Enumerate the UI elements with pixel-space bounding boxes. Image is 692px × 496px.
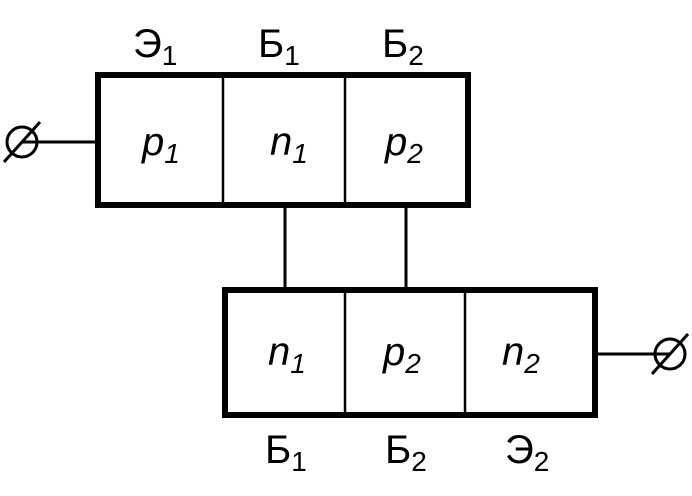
bottom-label-base-1: Б1 [265, 428, 307, 477]
top-cell-p2: p2 [384, 120, 423, 169]
bottom-cell-n2: n2 [502, 330, 540, 379]
bottom-cell-p2: p2 [382, 330, 421, 379]
top-label-base-2: Б2 [382, 22, 424, 71]
top-cell-p1: p1 [141, 120, 180, 169]
bottom-cell-n1: n1 [268, 330, 306, 379]
left-terminal-icon [2, 120, 42, 164]
right-terminal-icon [650, 332, 690, 376]
top-cell-n1: n1 [270, 120, 308, 169]
bottom-label-emitter-2: Э2 [505, 428, 549, 477]
top-block-outline [95, 72, 471, 208]
top-label-base-1: Б1 [258, 22, 300, 71]
bottom-label-base-2: Б2 [385, 428, 427, 477]
top-label-emitter-1: Э1 [133, 22, 177, 71]
